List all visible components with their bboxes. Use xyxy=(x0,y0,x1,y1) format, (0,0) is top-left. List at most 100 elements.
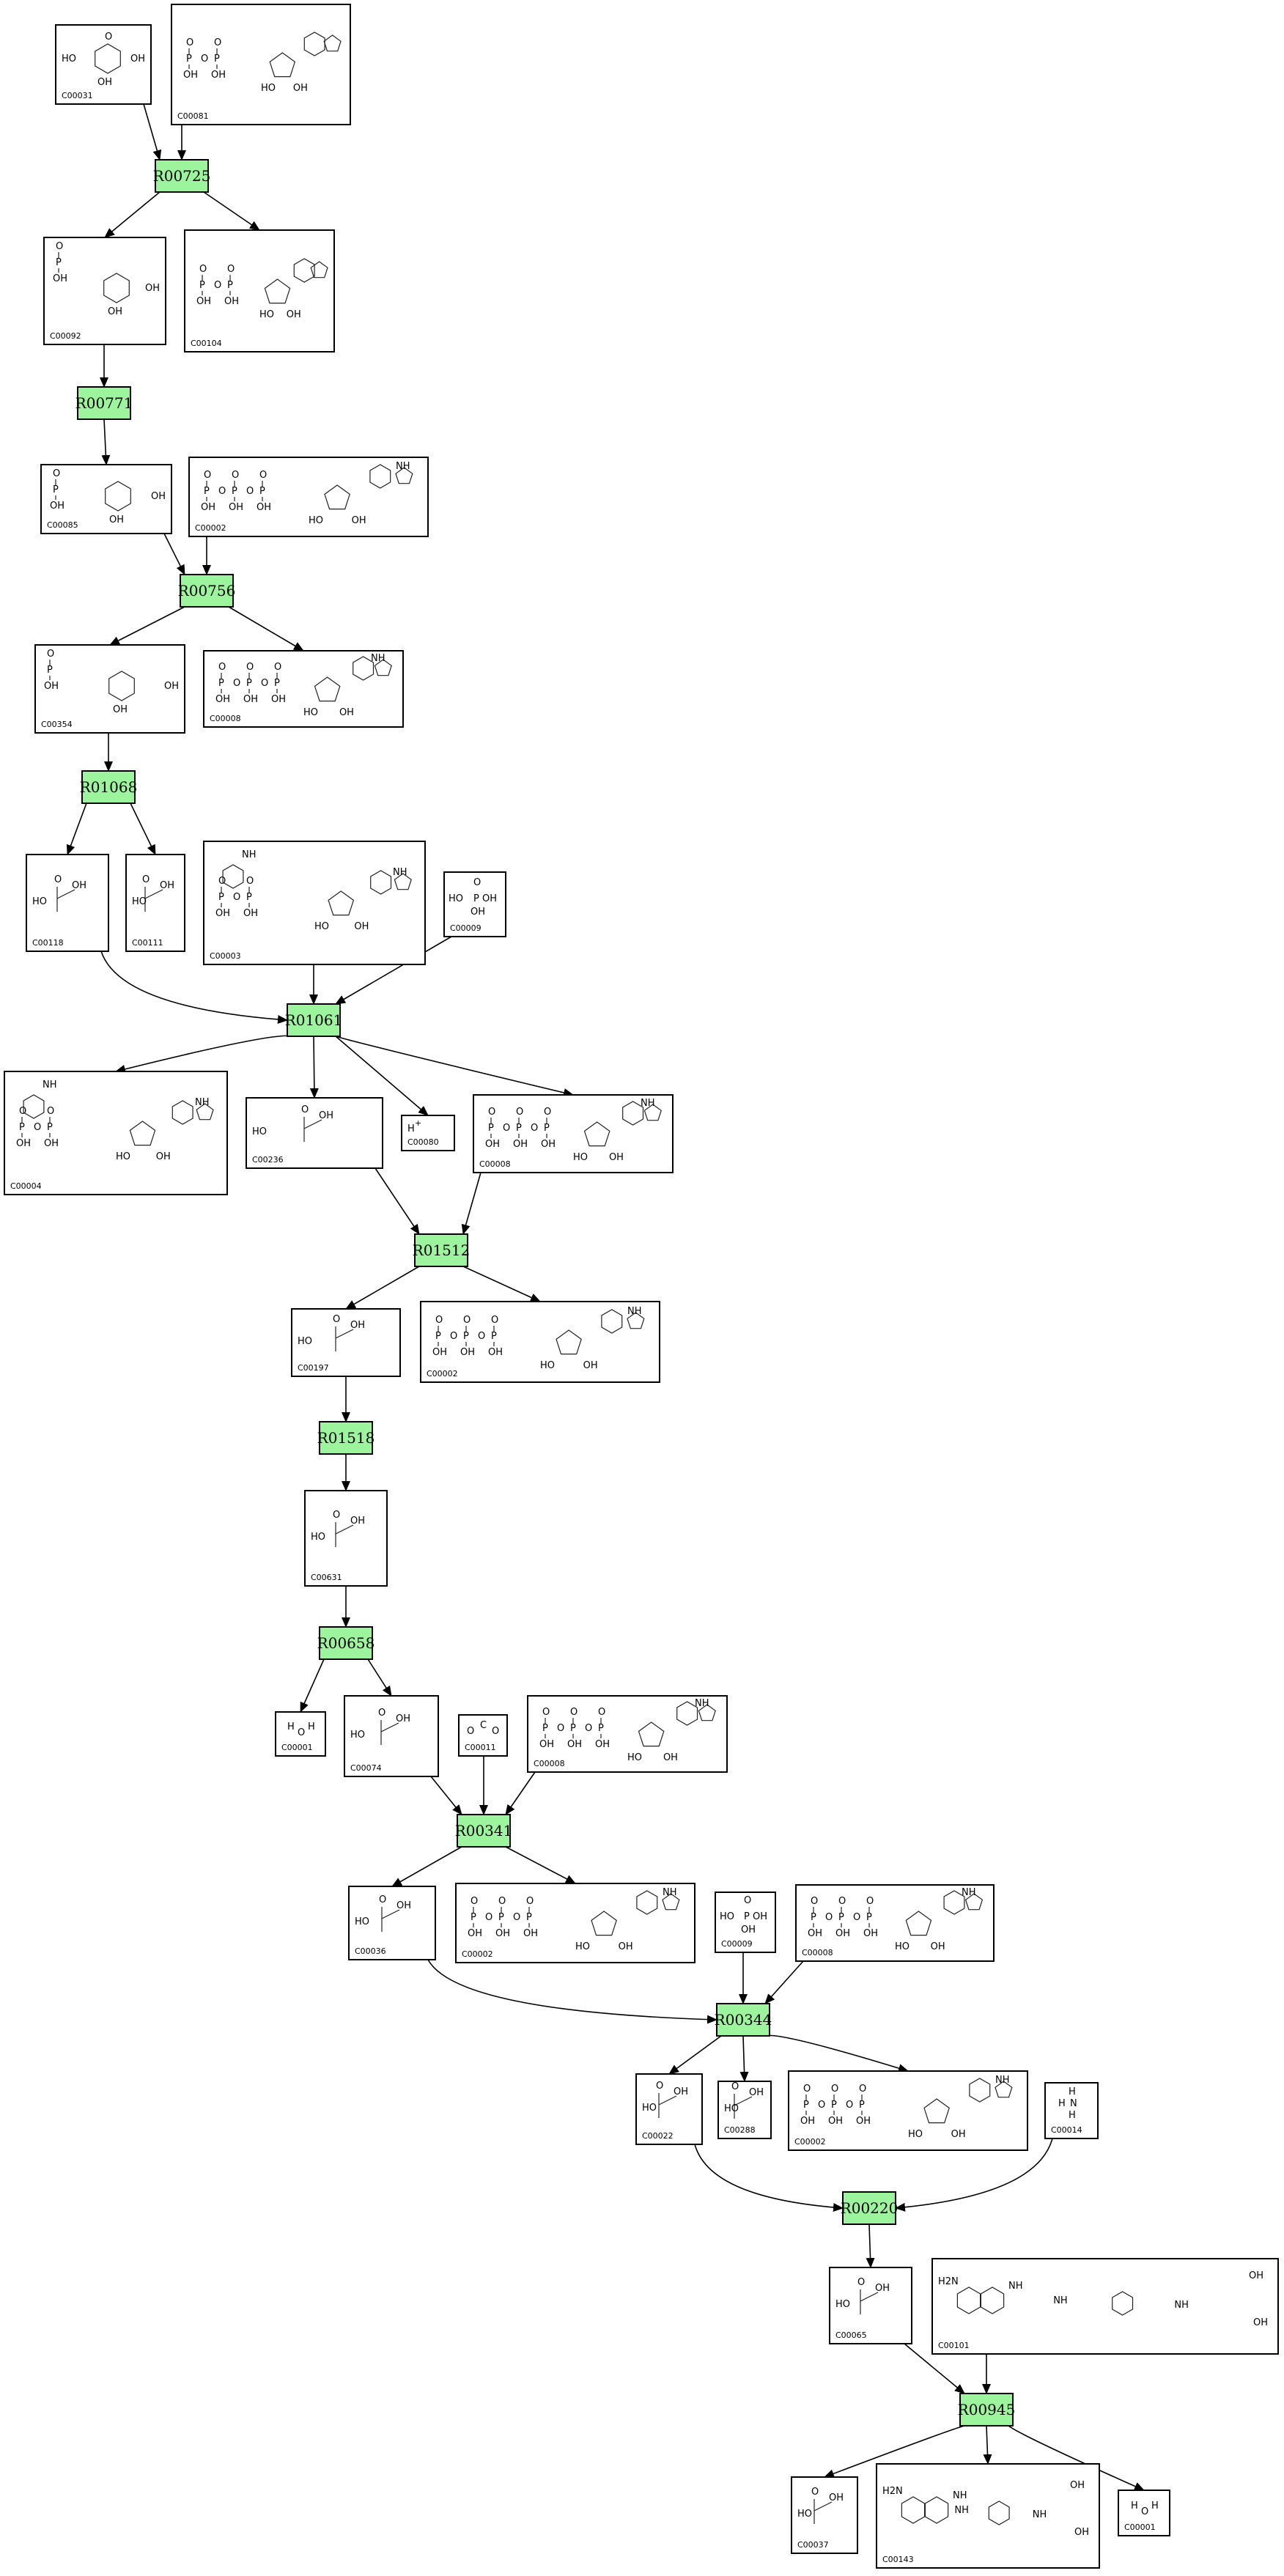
reaction-node[interactable]: R00220 xyxy=(841,2191,899,2225)
reaction-node[interactable]: R00945 xyxy=(958,2393,1016,2426)
svg-text:O: O xyxy=(838,1896,846,1907)
compound-id-label: C00118 xyxy=(32,938,64,948)
svg-text:OH: OH xyxy=(753,1911,767,1922)
reaction-node[interactable]: R01068 xyxy=(80,770,138,804)
svg-text:P: P xyxy=(859,2100,865,2111)
svg-text:O: O xyxy=(333,1510,340,1521)
svg-text:OH: OH xyxy=(72,880,86,891)
svg-text:OH: OH xyxy=(828,2116,843,2127)
compound-box xyxy=(304,1490,388,1587)
svg-text:H2N: H2N xyxy=(882,2486,903,2497)
reaction-box xyxy=(842,2191,896,2225)
compound-id-label: C00092 xyxy=(50,331,81,341)
svg-text:OH: OH xyxy=(352,515,366,526)
reaction-node[interactable]: R00344 xyxy=(715,2003,772,2037)
reaction-node[interactable]: R01512 xyxy=(413,1233,471,1267)
svg-text:O: O xyxy=(214,280,221,291)
compound-id-label: C00011 xyxy=(465,1743,496,1752)
edge-arrow xyxy=(668,2035,722,2075)
compound-node[interactable]: H+C00080 xyxy=(401,1115,455,1151)
reaction-box xyxy=(155,159,209,193)
compound-id-label: C00008 xyxy=(479,1159,511,1169)
reaction-node[interactable]: R01518 xyxy=(317,1421,375,1455)
svg-text:O: O xyxy=(47,649,54,660)
reaction-node[interactable]: R00756 xyxy=(178,574,236,608)
reaction-node[interactable]: R00725 xyxy=(153,159,211,193)
reaction-node[interactable]: R00341 xyxy=(455,1814,513,1848)
compound-box xyxy=(717,2081,772,2139)
svg-text:O: O xyxy=(19,1106,26,1117)
svg-text:OH: OH xyxy=(856,2116,871,2127)
svg-text:OH: OH xyxy=(339,707,354,718)
svg-text:O: O xyxy=(485,1912,492,1923)
svg-text:NH: NH xyxy=(954,2505,969,2516)
svg-text:P: P xyxy=(47,1122,53,1133)
svg-text:OH: OH xyxy=(674,2086,688,2097)
compound-id-label: C00001 xyxy=(281,1743,313,1752)
svg-text:O: O xyxy=(570,1707,578,1718)
svg-text:HO: HO xyxy=(540,1360,555,1371)
svg-text:OH: OH xyxy=(485,1139,500,1150)
svg-text:C: C xyxy=(480,1720,487,1731)
svg-text:O: O xyxy=(866,1896,874,1907)
svg-text:O: O xyxy=(214,37,221,48)
reaction-node[interactable]: R00658 xyxy=(317,1626,375,1660)
svg-text:OH: OH xyxy=(875,2283,890,2294)
edge-arrow xyxy=(374,1167,420,1235)
svg-text:OH: OH xyxy=(130,53,145,64)
svg-text:NH: NH xyxy=(396,461,410,472)
svg-text:O: O xyxy=(246,876,254,887)
svg-text:HO: HO xyxy=(32,896,47,907)
reaction-node[interactable]: R01061 xyxy=(285,1003,343,1037)
svg-text:HO: HO xyxy=(575,1941,590,1952)
svg-text:O: O xyxy=(859,2084,866,2095)
svg-text:O: O xyxy=(516,1107,523,1118)
reaction-node[interactable]: R00771 xyxy=(75,386,133,420)
svg-text:OH: OH xyxy=(215,694,230,705)
svg-text:HO: HO xyxy=(314,921,329,932)
reaction-id-label: R01068 xyxy=(80,778,138,796)
compound-box xyxy=(527,1695,728,1773)
